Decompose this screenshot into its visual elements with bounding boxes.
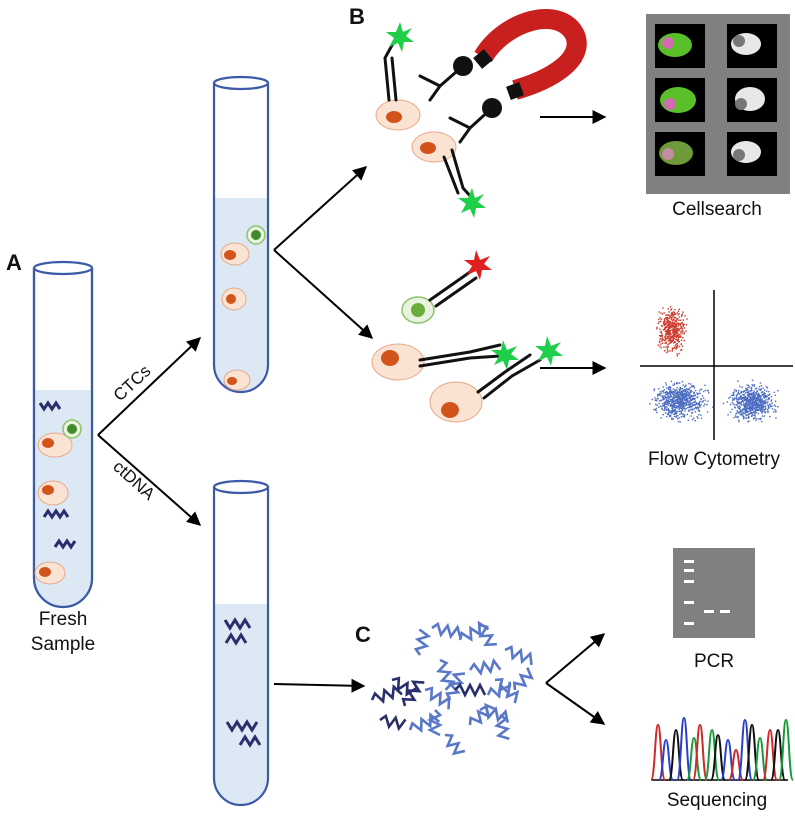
ctdna-pool [370,620,534,756]
arrow-to-cellsearch-capture [273,166,368,251]
tumor-cell [221,287,247,311]
ctdna-strand [38,400,62,412]
chromatogram-peak [752,736,768,781]
ctdna-strand [458,620,490,642]
green-fluorophore [535,336,563,366]
arrow-to-sequencing [545,682,606,725]
chromatogram-peak [692,723,708,781]
ctcs-label: CTCs [110,361,155,405]
green-fluorophore [491,340,519,370]
chromatogram-peak [676,716,692,781]
ctdna-strand [435,658,456,691]
tumor-cell [223,369,251,391]
ctdna-strand [391,676,417,697]
ctdna-strand [468,702,497,726]
chromatogram-peak [737,718,753,781]
chromatogram-peak [658,738,674,781]
flow-population-blue-right [722,379,779,423]
ctdna-strand [413,628,432,656]
cellsearch-image-grid [646,14,790,194]
leukocyte [246,225,266,245]
ctdna-strand [512,667,534,691]
ctdna-strand [370,684,403,705]
panel-label-c: C [355,622,371,647]
tumor-cell [220,242,250,266]
ctdna-label: ctDNA [109,457,159,504]
fresh-sample-tube [32,260,94,609]
magnetic-capture-illustration [375,9,587,218]
fresh-sample-label-line1: Fresh [39,609,88,630]
arrow-to-flow-staining [273,249,374,339]
arrow-to-ctdna [97,434,202,526]
ctdna-strand [53,538,77,550]
tumor-cell [37,432,73,458]
ctdna-strand [454,682,487,698]
sequencing-chromatogram [650,716,794,781]
ctdna-strand [493,713,511,740]
tumor-cell [429,381,483,423]
pcr-label: PCR [694,651,734,672]
arrow-to-pcr [545,633,606,684]
ctdna-strand [427,709,443,737]
ctdna-strand [42,508,70,520]
tumor-cell [37,480,69,506]
flow-population-blue-left [649,380,714,423]
ctdna-strand [224,632,248,646]
flow-cytometry-label: Flow Cytometry [648,449,780,470]
ctdna-strand [445,672,466,701]
flow-cytometry-plot [640,290,793,440]
ctdna-strand [431,621,462,640]
green-fluorophore [386,22,414,52]
ctdna-strand [444,733,466,756]
chromatogram-peak [704,728,720,781]
sequencing-label: Sequencing [667,790,767,811]
ctc-tube [212,75,270,394]
flow-staining-illustration [371,250,563,423]
chromatogram-peak [686,736,702,781]
ctdna-strand [486,681,512,700]
tumor-cell [371,343,425,381]
ctdna-strand [225,719,259,733]
magnet [474,9,587,100]
ctdna-strand [401,680,425,707]
fresh-sample-label-line2: Sample [31,634,95,655]
flow-population-red [656,306,688,357]
leukocyte [401,296,435,324]
green-fluorophore [458,188,486,218]
ctdna-strand [478,623,497,647]
tumor-cell [411,131,457,163]
arrow-to-ctdna-pool [273,678,366,693]
tumor-cell [34,561,66,585]
chromatogram-peak [710,733,726,781]
ctdna-strand [468,657,502,677]
ctdna-strand [223,617,252,631]
ctdna-tube [212,479,270,807]
chromatogram-peak [778,718,794,781]
ctdna-strand [408,712,441,733]
panel-label-a: A [6,250,22,275]
tumor-cell [375,99,421,131]
arrow-to-ctcs [97,337,202,436]
ctdna-strand [379,713,407,732]
panel-label-b: B [349,4,365,29]
ctdna-strand [504,645,533,666]
leukocyte [62,419,82,439]
ctdna-strand [238,734,262,748]
red-fluorophore [464,250,492,280]
cellsearch-label: Cellsearch [672,199,762,220]
pcr-gel [673,548,755,638]
